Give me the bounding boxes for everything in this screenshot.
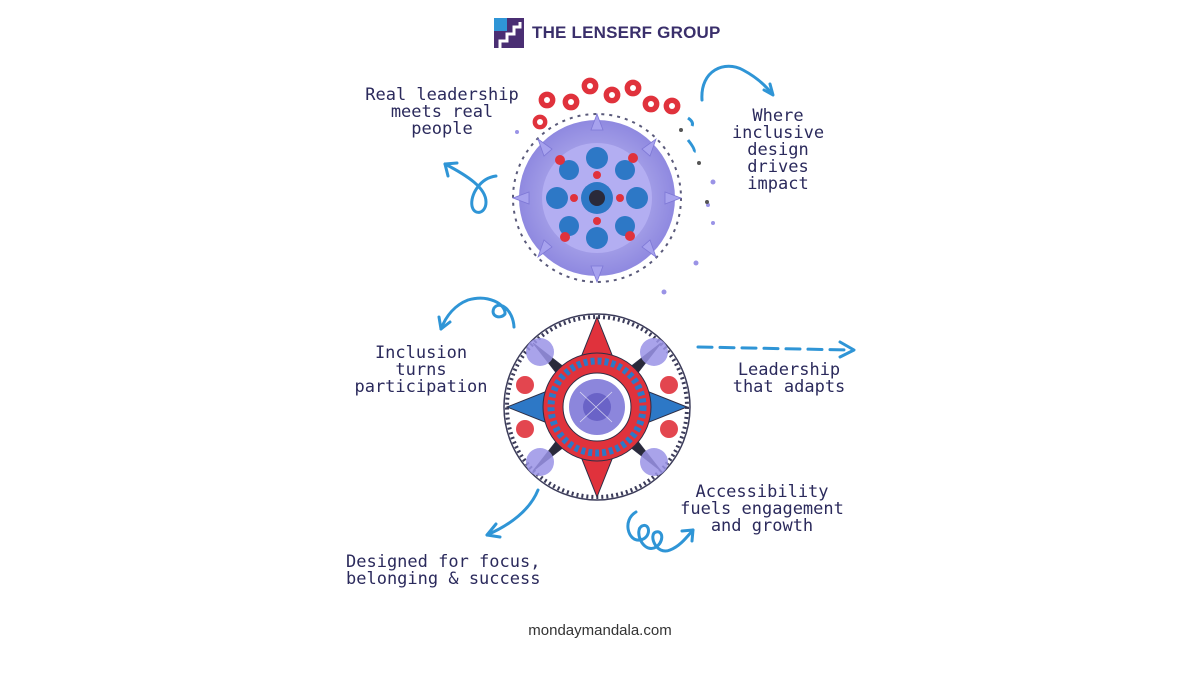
caption-bottom-left: Designed for focus, belonging & success [346, 552, 541, 589]
caption-top-left: Real leadership meets real people [365, 85, 519, 139]
caption-bottom-right: Accessibility fuels engagement and growt… [680, 482, 844, 536]
top-mandala-icon [511, 76, 716, 295]
footer-url[interactable]: mondaymandala.com [528, 622, 672, 639]
down-arrow-icon [485, 488, 540, 537]
caption-middle-left: Inclusion turns participation [354, 343, 488, 397]
caption-top-right: Where inclusive design drives impact [731, 106, 825, 194]
caption-middle-right: Leadership that adapts [732, 360, 846, 397]
curl-arrow-icon-mid [439, 296, 516, 331]
spring-arrow-icon [626, 510, 695, 553]
curl-arrow-icon-left [443, 162, 498, 214]
brand-logo: THE LENSERF GROUP [494, 17, 721, 49]
curl-arrow-icon [700, 64, 774, 102]
brand-name: THE LENSERF GROUP [532, 23, 721, 42]
lenserf-logo-icon [494, 18, 524, 48]
dashed-arrow-icon [696, 345, 852, 352]
bottom-mandala-icon [503, 313, 691, 501]
